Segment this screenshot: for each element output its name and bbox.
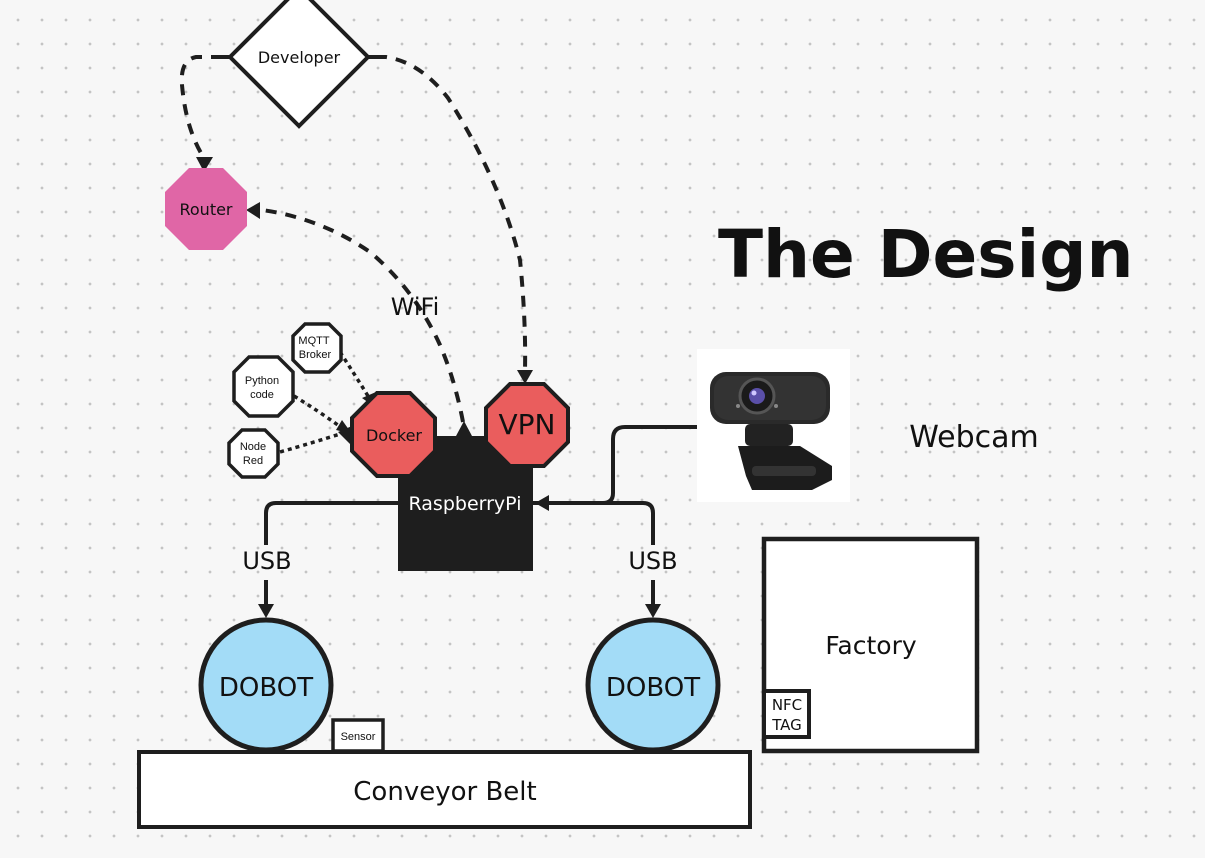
- vpn-label: VPN: [499, 408, 556, 441]
- docker-label: Docker: [366, 426, 422, 445]
- dobot-left-node[interactable]: DOBOT: [198, 617, 334, 753]
- mqtt-label-line2: Broker: [299, 349, 332, 361]
- python-label-line1: Python: [245, 375, 279, 387]
- nfc-label-line1: NFC: [772, 696, 802, 714]
- webcam-to-raspberrypi-connector: [535, 425, 697, 511]
- developer-to-vpn-connector: [376, 55, 533, 384]
- nfc-label-line2: TAG: [771, 716, 802, 734]
- raspberrypi-to-dobot-left-connector: [258, 501, 398, 618]
- usb-left-label: USB: [242, 547, 291, 575]
- router-node[interactable]: Router: [165, 168, 247, 250]
- mqtt-broker-node[interactable]: MQTT Broker: [291, 322, 343, 374]
- sensor-label: Sensor: [341, 731, 376, 743]
- router-label: Router: [179, 200, 232, 219]
- wifi-label: WiFi: [391, 293, 440, 321]
- developer-label: Developer: [258, 48, 341, 67]
- vpn-node[interactable]: VPN: [484, 382, 570, 468]
- factory-label: Factory: [825, 631, 917, 660]
- nodered-label-line1: Node: [240, 441, 266, 453]
- conveyor-label: Conveyor Belt: [353, 777, 536, 807]
- dobot-right-node[interactable]: DOBOT: [585, 617, 721, 753]
- raspberrypi-label: RaspberryPi: [409, 493, 522, 515]
- webcam-label: Webcam: [909, 420, 1039, 455]
- nfc-tag-node[interactable]: NFC TAG: [762, 689, 811, 739]
- developer-node[interactable]: Developer: [222, 0, 376, 129]
- developer-to-router-connector: [179, 55, 222, 172]
- python-code-node[interactable]: Python code: [232, 355, 295, 418]
- usb-right-label: USB: [628, 547, 677, 575]
- node-red-node[interactable]: Node Red: [227, 428, 280, 479]
- raspberrypi-to-dobot-right-connector: [533, 501, 661, 618]
- dobot-left-label: DOBOT: [219, 673, 313, 703]
- python-to-docker-connector: [293, 394, 352, 434]
- conveyor-belt-node[interactable]: Conveyor Belt: [137, 750, 752, 829]
- docker-node[interactable]: Docker: [350, 391, 437, 478]
- raspberrypi-to-router-connector: [246, 202, 472, 436]
- diagram-title: The Design: [718, 216, 1134, 293]
- nodered-to-docker-connector: [279, 426, 352, 454]
- dobot-right-label: DOBOT: [606, 673, 700, 703]
- mqtt-label-line1: MQTT: [298, 335, 329, 347]
- webcam-icon: [710, 372, 832, 490]
- nodered-label-line2: Red: [243, 455, 263, 467]
- python-label-line2: code: [250, 389, 274, 401]
- sensor-node[interactable]: Sensor: [331, 718, 385, 753]
